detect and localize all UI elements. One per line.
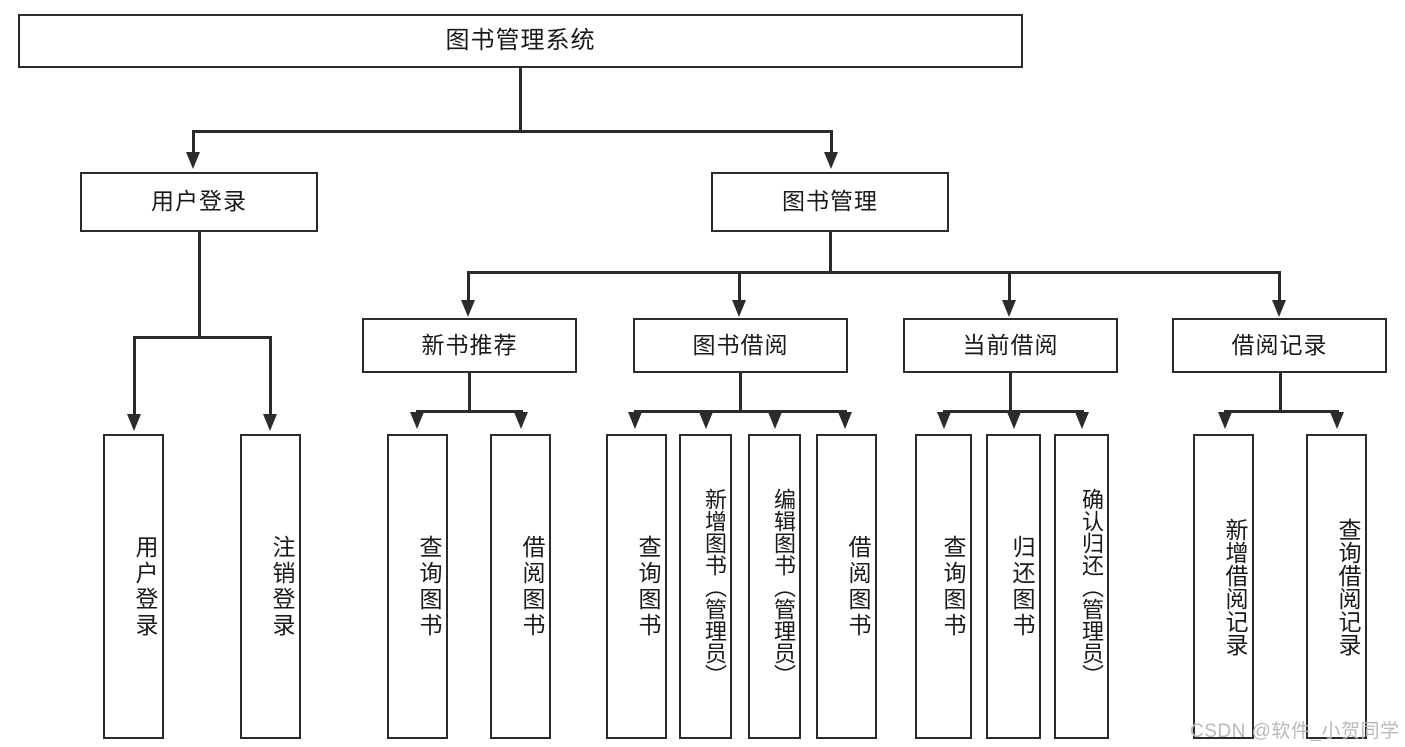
node-label: 注销登录	[269, 534, 295, 639]
node-leaf-user-login[interactable]: 用户登录	[103, 434, 164, 739]
node-leaf-query-book-2[interactable]: 查询图书	[606, 434, 667, 739]
arrow-to-leaf-user-logout	[263, 414, 277, 431]
edge-user-login-to-leaf-1	[133, 336, 136, 416]
node-label: 查询图书	[635, 534, 661, 639]
arrow-to-leaf-confirm-return	[1075, 412, 1089, 429]
arrow-to-current-borrow	[1002, 300, 1016, 317]
node-borrow-record[interactable]: 借阅记录	[1172, 318, 1387, 373]
node-leaf-borrow-book-1[interactable]: 借阅图书	[490, 434, 551, 739]
node-label: 当前借阅	[962, 331, 1059, 358]
edge-to-borrow-record	[1278, 271, 1281, 302]
edge-book-borrow-bus	[634, 410, 846, 413]
node-label: 借阅记录	[1231, 331, 1328, 358]
node-leaf-query-record[interactable]: 查询借阅记录	[1306, 434, 1367, 739]
node-root-system[interactable]: 图书管理系统	[18, 14, 1023, 68]
node-label: 借阅图书	[519, 534, 545, 639]
edge-borrow-record-bus	[1224, 410, 1338, 413]
edge-root-to-book-manage	[830, 130, 833, 155]
node-label: 归还图书	[1009, 534, 1035, 639]
node-label: 查询借阅记录	[1335, 517, 1361, 656]
arrow-to-leaf-add-record	[1218, 412, 1232, 429]
edge-book-manage-stem	[829, 232, 832, 271]
arrow-to-book-borrow	[732, 300, 746, 317]
arrow-to-leaf-borrow-book-2	[838, 412, 852, 429]
edge-user-login-to-leaf-2	[269, 336, 272, 416]
edge-current-borrow-stem	[1009, 373, 1012, 410]
arrow-to-leaf-borrow-book-1	[514, 412, 528, 429]
edge-new-book-bus	[416, 410, 522, 413]
node-leaf-return-book[interactable]: 归还图书	[986, 434, 1041, 739]
edge-root-bus	[192, 130, 832, 133]
edge-to-book-borrow	[738, 271, 741, 302]
edge-root-to-user-login	[192, 130, 195, 155]
node-leaf-add-book[interactable]: 新增图书（管理员）	[679, 434, 732, 739]
node-leaf-edit-book[interactable]: 编辑图书（管理员）	[748, 434, 801, 739]
arrow-to-leaf-add-book	[699, 412, 713, 429]
arrow-to-user-login	[186, 152, 200, 169]
node-label: 新增借阅记录	[1222, 517, 1248, 656]
arrow-to-new-book-recommend	[461, 300, 475, 317]
arrow-to-leaf-query-book-2	[628, 412, 642, 429]
node-user-login[interactable]: 用户登录	[80, 172, 318, 232]
arrow-to-leaf-query-book-3	[937, 412, 951, 429]
node-current-borrow[interactable]: 当前借阅	[903, 318, 1118, 373]
edge-root-stem	[519, 68, 522, 130]
edge-to-new-book-recommend	[467, 271, 470, 302]
node-label: 用户登录	[132, 534, 158, 639]
node-label: 新书推荐	[421, 331, 518, 358]
arrow-to-borrow-record	[1272, 300, 1286, 317]
node-label: 借阅图书	[845, 534, 871, 639]
node-book-borrow[interactable]: 图书借阅	[633, 318, 848, 373]
node-label: 用户登录	[151, 188, 247, 215]
csdn-watermark: CSDN @软件_小贺同学	[1190, 721, 1400, 742]
node-leaf-confirm-return[interactable]: 确认归还（管理员）	[1054, 434, 1109, 739]
node-leaf-query-book-3[interactable]: 查询图书	[915, 434, 972, 739]
node-label: 查询图书	[940, 534, 966, 639]
arrow-to-leaf-query-book-1	[410, 412, 424, 429]
arrow-to-leaf-return-book	[1007, 412, 1021, 429]
edge-borrow-record-stem	[1279, 373, 1282, 410]
node-label: 新增图书（管理员）	[702, 487, 727, 686]
node-label: 图书借阅	[692, 331, 789, 358]
node-label: 图书管理系统	[445, 26, 596, 54]
node-label: 确认归还（管理员）	[1079, 487, 1104, 686]
node-label: 查询图书	[416, 534, 442, 639]
edge-user-login-stem	[198, 232, 201, 336]
node-book-manage[interactable]: 图书管理	[711, 172, 949, 232]
arrow-to-leaf-edit-book	[768, 412, 782, 429]
arrow-to-book-manage	[824, 152, 838, 169]
node-leaf-add-record[interactable]: 新增借阅记录	[1193, 434, 1254, 739]
edge-user-login-bus	[133, 336, 269, 339]
node-label: 编辑图书（管理员）	[771, 487, 796, 686]
edge-book-manage-bus	[467, 271, 1280, 274]
node-leaf-borrow-book-2[interactable]: 借阅图书	[816, 434, 877, 739]
edge-new-book-stem	[468, 373, 471, 410]
node-new-book-recommend[interactable]: 新书推荐	[362, 318, 577, 373]
node-label: 图书管理	[782, 188, 878, 215]
arrow-to-leaf-user-login	[127, 414, 141, 431]
arrow-to-leaf-query-record	[1330, 412, 1344, 429]
node-leaf-user-logout[interactable]: 注销登录	[240, 434, 301, 739]
edge-to-current-borrow	[1008, 271, 1011, 302]
node-leaf-query-book-1[interactable]: 查询图书	[387, 434, 448, 739]
edge-book-borrow-stem	[739, 373, 742, 410]
